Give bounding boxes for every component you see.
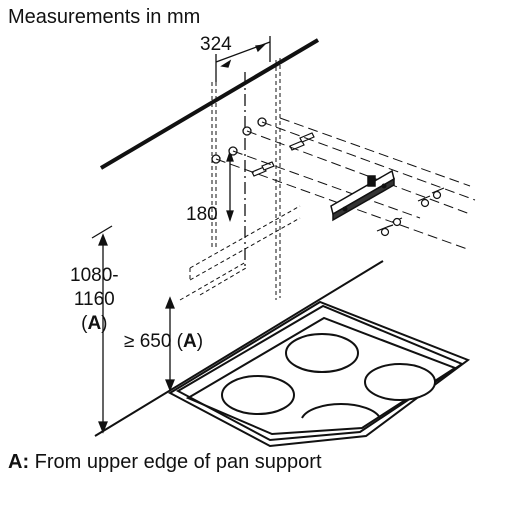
footnote-ref: A: — [8, 451, 30, 473]
hotplate-rear-left — [285, 333, 359, 373]
min-height-suffix: ) — [196, 331, 204, 352]
min-height-prefix: ≥ 650 ( — [124, 331, 184, 352]
hotplate-front-left — [221, 375, 295, 415]
total-height-ref: (A) — [81, 312, 108, 334]
bracket-drop-label: 180 — [186, 204, 218, 225]
bracket-drop-dimension — [226, 149, 234, 223]
screws — [376, 187, 445, 237]
min-height-label: ≥ 650 (A) — [124, 332, 203, 351]
hotplate-front-right — [301, 403, 381, 419]
total-height-ref-letter: A — [87, 312, 102, 334]
hob — [94, 260, 471, 448]
total-height-label: 1080- 1160 (A) — [70, 264, 119, 335]
mounting-bracket — [330, 169, 395, 222]
total-height-dimension — [91, 225, 113, 434]
width-dimension — [215, 36, 271, 82]
page-title: Measurements in mm — [8, 6, 201, 28]
total-height-line1: 1080- — [70, 265, 119, 286]
ceiling-line — [99, 38, 320, 170]
min-height-ref-letter: A — [183, 331, 197, 352]
hotplate-rear-right — [364, 363, 436, 401]
wall-plugs — [251, 132, 315, 177]
mounting-holes — [211, 117, 267, 164]
chimney-outline — [179, 58, 301, 301]
width-label: 324 — [200, 34, 232, 55]
min-height-dimension — [165, 296, 175, 392]
footnote: A: From upper edge of pan support — [8, 452, 322, 472]
projection-lines — [215, 117, 476, 251]
total-height-line2: 1160 — [73, 288, 115, 310]
footnote-text: From upper edge of pan support — [29, 451, 322, 473]
